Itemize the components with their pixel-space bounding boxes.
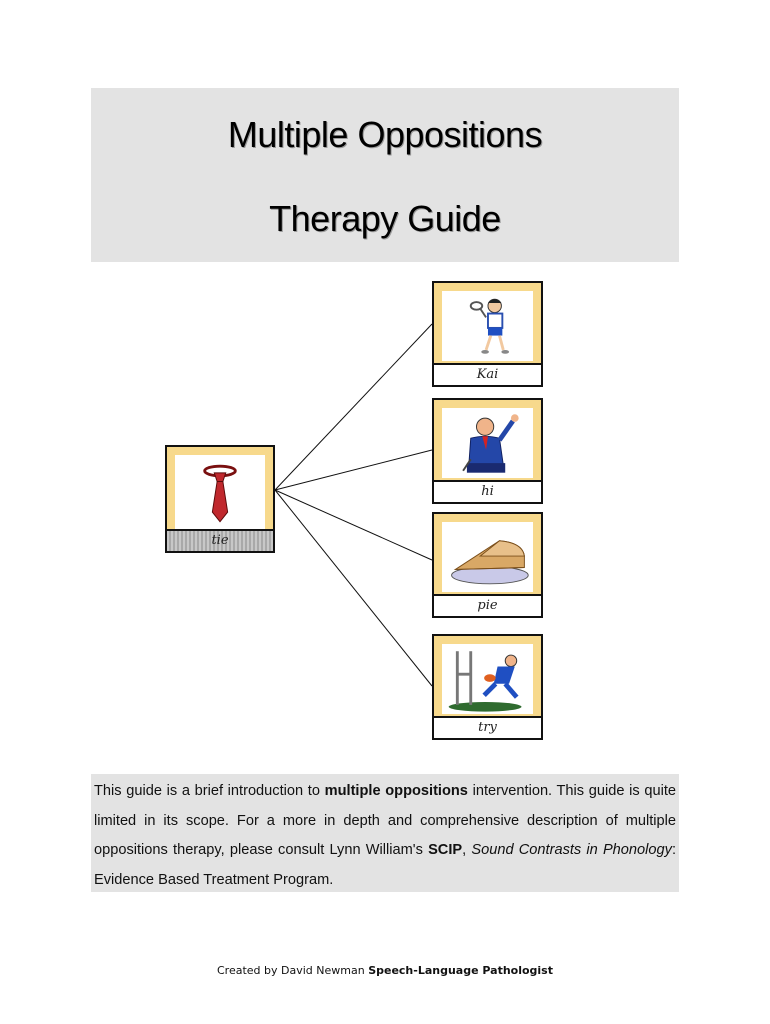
tennis-player-icon bbox=[442, 291, 533, 361]
intro-text-2: intervention. This guide is quite limite… bbox=[94, 783, 676, 858]
intro-paragraph: This guide is a brief introduction to mu… bbox=[91, 774, 679, 895]
intro-book-title: Sound Contrasts in Phonology bbox=[471, 842, 672, 858]
card-label-hi: hi bbox=[434, 480, 541, 502]
page-title-line-1: Multiple Oppositions bbox=[227, 114, 543, 155]
waving-man-icon bbox=[442, 408, 533, 478]
intro-text-1: This guide is a brief introduction to bbox=[94, 783, 325, 799]
card-try: try bbox=[432, 634, 543, 740]
intro-bold-term: multiple oppositions bbox=[324, 783, 468, 799]
card-hi: hi bbox=[432, 398, 543, 504]
footer-prefix: Created by David Newman bbox=[216, 964, 369, 977]
card-kai: Kai bbox=[432, 281, 543, 387]
card-label-try: try bbox=[434, 716, 541, 738]
connector-line-hi bbox=[274, 449, 433, 491]
footer-credit: Created by David Newman Speech-Language … bbox=[0, 964, 770, 977]
connector-lines bbox=[274, 323, 433, 687]
connector-line-pie bbox=[274, 489, 433, 561]
intro-bold-scip: SCIP bbox=[428, 842, 463, 858]
pie-slice-icon bbox=[442, 522, 533, 592]
footer-role: Speech-Language Pathologist bbox=[368, 964, 553, 977]
page-title-line-2: Therapy Guide bbox=[269, 198, 501, 239]
necktie-icon bbox=[175, 455, 265, 529]
card-label-pie: pie bbox=[434, 594, 541, 616]
intro-box: This guide is a brief introduction to mu… bbox=[91, 774, 679, 892]
card-label-kai: Kai bbox=[434, 363, 541, 385]
intro-text-4: : Evidence Based Treatment Program. bbox=[94, 842, 676, 888]
intro-text-3: , bbox=[462, 842, 472, 858]
connector-line-kai bbox=[274, 323, 433, 491]
card-pie: pie bbox=[432, 512, 543, 618]
card-label-tie: tie bbox=[167, 529, 273, 551]
rugby-player-icon bbox=[442, 644, 533, 714]
card-tie: tie bbox=[165, 445, 275, 553]
title-box: Multiple Oppositions Therapy Guide bbox=[91, 88, 679, 262]
connector-line-try bbox=[274, 489, 433, 687]
